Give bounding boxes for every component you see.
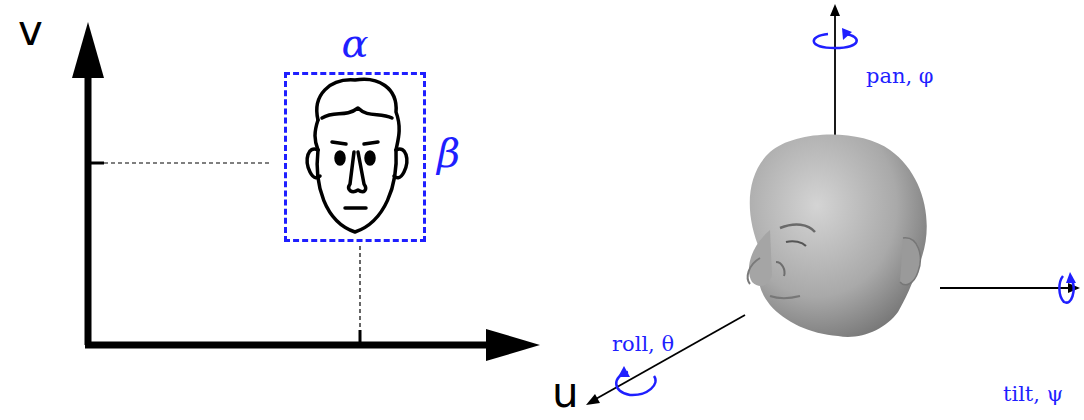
rotation-axes — [594, 14, 1068, 400]
image-axes — [72, 22, 540, 361]
rotation-label: tilt, ψ — [1003, 384, 1063, 405]
rotation-label: pan, φ — [866, 66, 934, 87]
head-model — [748, 134, 927, 336]
width-label: α — [341, 23, 368, 63]
height-label: β — [437, 133, 460, 173]
rotation-arrows — [616, 28, 1076, 395]
axis-label: u — [552, 372, 579, 414]
rotation-label: roll, θ — [612, 334, 674, 355]
face-sketch — [307, 79, 407, 232]
arrowheads — [586, 4, 1080, 405]
bounding-box: αβ — [284, 72, 426, 242]
axis-label: v — [18, 10, 43, 52]
